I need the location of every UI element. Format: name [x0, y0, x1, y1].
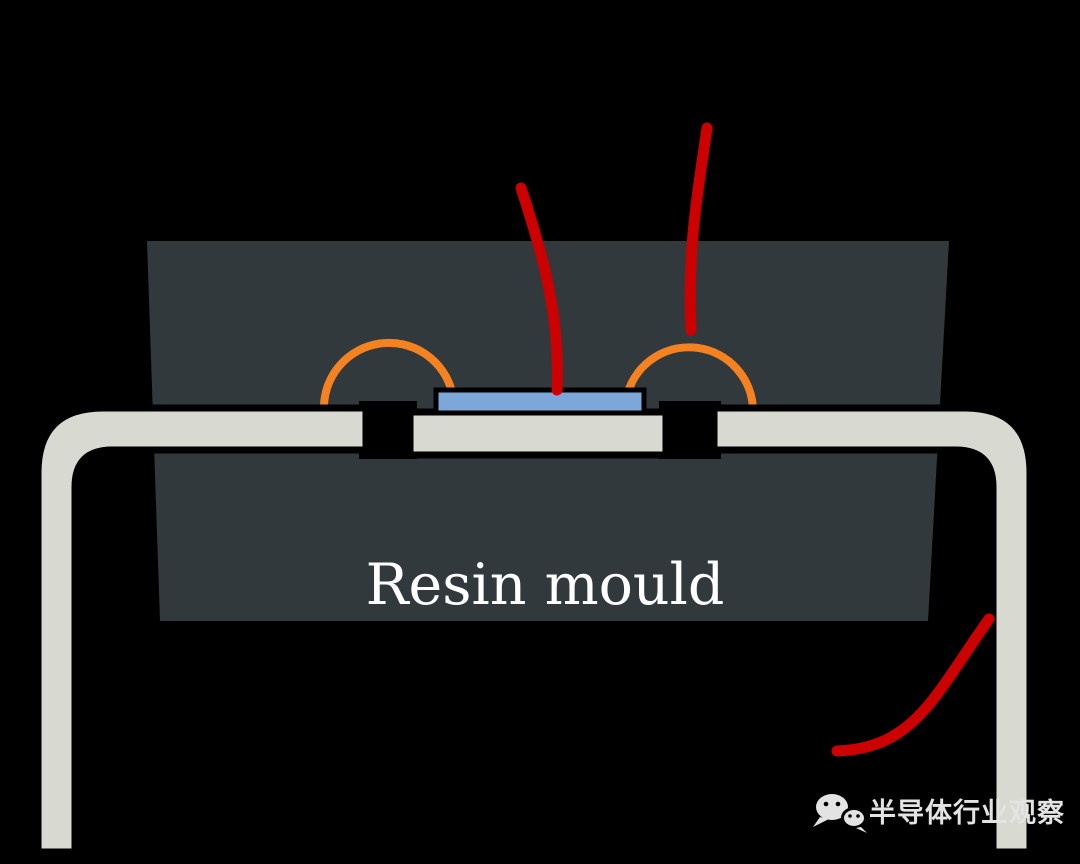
wechat-icon-eye — [835, 801, 841, 807]
wechat-icon-large-bubble-tail — [813, 817, 829, 827]
watermark: 半导体行业观察 — [813, 794, 1065, 833]
wechat-icon-small-bubble — [841, 807, 867, 829]
die — [433, 387, 647, 416]
indicator-line-bottom-right — [831, 613, 995, 757]
indicator-line-center — [515, 182, 563, 396]
indicator-line-right — [684, 122, 713, 336]
wechat-icon-large-bubble — [816, 794, 848, 820]
resin-mould-label: Resin mould — [366, 552, 725, 618]
watermark-text: 半导体行业观察 — [869, 797, 1065, 829]
lead-right — [710, 404, 1034, 856]
wechat-icon — [813, 794, 867, 833]
wechat-icon-eye — [823, 801, 829, 807]
wechat-icon-small-bubble-tail — [856, 827, 867, 833]
bond-wire-left — [319, 338, 456, 411]
wechat-icon-eye — [848, 814, 852, 818]
lead-left — [34, 404, 370, 856]
wechat-icon-eye — [856, 814, 860, 818]
bond-wire-right — [624, 343, 757, 411]
die-pad — [406, 408, 670, 459]
